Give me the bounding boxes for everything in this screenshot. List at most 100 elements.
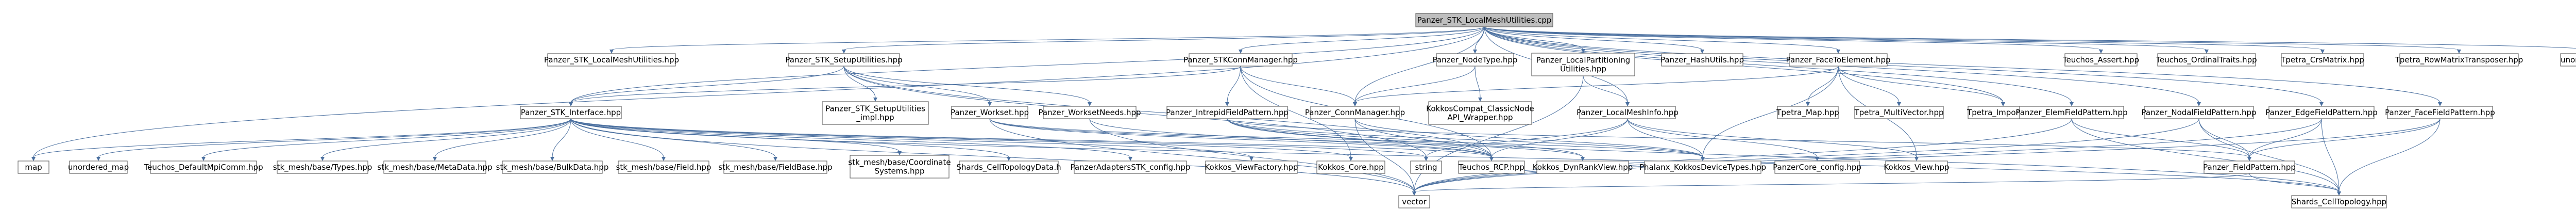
node-kokkoscore[interactable]: Kokkos_Core.hpp <box>1316 160 1385 174</box>
edge-root-to-elemfp <box>1484 26 2072 103</box>
node-stktypes[interactable]: stk_mesh/base/Types.hpp <box>273 160 372 174</box>
edge-root-to-connmgr_stk <box>1240 26 1485 51</box>
node-rcp[interactable]: Teuchos_RCP.hpp <box>1458 160 1525 174</box>
node-box <box>1166 106 1288 119</box>
node-lmu_hpp[interactable]: Panzer_STK_LocalMeshUtilities.hpp <box>544 53 679 67</box>
node-viewfactory[interactable]: Kokkos_ViewFactory.hpp <box>1205 160 1298 174</box>
node-unordered_map[interactable]: unordered_map <box>68 160 129 174</box>
edge-arrowhead-root-to-assert <box>2099 50 2103 54</box>
node-facetoelem[interactable]: Panzer_FaceToElement.hpp <box>1786 53 1891 67</box>
node-assert[interactable]: Teuchos_Assert.hpp <box>2062 53 2139 67</box>
edge-interface-to-kokkoscore <box>570 118 1351 158</box>
node-interface[interactable]: Panzer_STK_Interface.hpp <box>520 106 622 119</box>
node-label: Panzer_IntrepidFieldPattern.hpp <box>1166 108 1289 118</box>
node-label: Panzer_ConnManager.hpp <box>1305 108 1405 118</box>
node-kokkosview[interactable]: Kokkos_View.hpp <box>1884 160 1950 174</box>
node-box <box>1661 53 1743 67</box>
edge-root-to-interface <box>570 26 1485 103</box>
node-label: map <box>25 163 42 172</box>
node-connmgr_stk[interactable]: Panzer_STKConnManager.hpp <box>1183 53 1298 67</box>
node-label: Panzer_STK_LocalMeshUtilities.hpp <box>544 55 679 65</box>
node-connmgr[interactable]: Panzer_ConnManager.hpp <box>1305 106 1405 119</box>
edge-root-to-edgefp <box>1484 26 2322 103</box>
edge-interface-to-stktypes <box>322 118 571 158</box>
edge-connmgr-to-vector <box>1354 118 1415 192</box>
node-box <box>1854 106 1944 119</box>
edge-arrowhead-interface-to-stkmetadata <box>433 157 437 161</box>
node-label: Teuchos_OrdinalTraits.hpp <box>2156 55 2257 65</box>
node-celltopodata[interactable]: Shards_CellTopologyData.h <box>956 160 1061 174</box>
node-setup_impl[interactable]: Panzer_STK_SetupUtilities_impl.hpp <box>822 101 929 125</box>
node-unordered_set[interactable]: unordered_set <box>2560 53 2576 67</box>
node-box <box>2281 53 2364 67</box>
node-label: Utilities.hpp <box>1560 65 1606 74</box>
node-stkfieldbase[interactable]: stk_mesh/base/FieldBase.hpp <box>718 160 833 174</box>
node-setup[interactable]: Panzer_STK_SetupUtilities.hpp <box>785 53 903 67</box>
node-box <box>2157 53 2256 67</box>
node-nodetype[interactable]: Panzer_NodeType.hpp <box>1433 53 1518 67</box>
node-label: Tpetra_Map.hpp <box>1776 108 1839 118</box>
node-crsmatrix[interactable]: Tpetra_CrsMatrix.hpp <box>2280 53 2364 67</box>
node-label: Panzer_STK_LocalMeshUtilities.cpp <box>1417 15 1552 25</box>
node-ordinaltraits[interactable]: Teuchos_OrdinalTraits.hpp <box>2156 53 2257 67</box>
edge-root-to-facetoelem <box>1484 26 1839 51</box>
node-tpetramap[interactable]: Tpetra_Map.hpp <box>1776 106 1839 119</box>
edge-arrowhead-interface-to-map <box>31 157 36 161</box>
node-box <box>2560 53 2576 67</box>
node-label: stk_mesh/base/Types.hpp <box>273 163 372 172</box>
node-dynrankview[interactable]: Kokkos_DynRankView.hpp <box>1533 160 1633 174</box>
node-multivector[interactable]: Tpetra_MultiVector.hpp <box>1854 106 1944 119</box>
edge-workset-to-rcp <box>989 118 1492 158</box>
node-phalanx_types[interactable]: Phalanx_KokkosDeviceTypes.hpp <box>1639 160 1766 174</box>
node-celltopology[interactable]: Shards_CellTopology.hpp <box>2291 195 2387 208</box>
node-elemfp[interactable]: Panzer_ElemFieldPattern.hpp <box>2015 106 2128 119</box>
node-nodalfp[interactable]: Panzer_NodalFieldPattern.hpp <box>2141 106 2257 119</box>
node-adapters_config[interactable]: PanzerAdaptersSTK_config.hpp <box>1071 160 1191 174</box>
node-defaultmpicomm[interactable]: Teuchos_DefaultMpiComm.hpp <box>143 160 263 174</box>
node-panzercore_config[interactable]: PanzerCore_config.hpp <box>1773 160 1861 174</box>
node-box <box>1205 160 1298 174</box>
edge-root-to-rowtranspose <box>1484 26 2460 51</box>
node-stkmetadata[interactable]: stk_mesh/base/MetaData.hpp <box>377 160 493 174</box>
node-facefp[interactable]: Panzer_FaceFieldPattern.hpp <box>2385 106 2495 119</box>
node-stkbulkdata[interactable]: stk_mesh/base/BulkData.hpp <box>496 160 609 174</box>
node-worksetneeds[interactable]: Panzer_WorksetNeeds.hpp <box>1038 106 1141 119</box>
node-workset[interactable]: Panzer_Workset.hpp <box>951 106 1029 119</box>
edge-intrepidfp-to-fieldpattern <box>1227 118 2250 158</box>
edge-setup-to-workset <box>843 66 990 103</box>
edge-root-to-unordered_set <box>1484 26 2576 49</box>
edge-arrowhead-interface-to-unordered_map <box>96 157 100 161</box>
edge-arrowhead-root-to-facefp <box>2438 102 2442 106</box>
node-label: Panzer_LocalMeshInfo.hpp <box>1577 108 1679 118</box>
node-stkfield[interactable]: stk_mesh/base/Field.hpp <box>616 160 711 174</box>
node-label: Panzer_STK_SetupUtilities <box>825 104 925 114</box>
node-intrepidfp[interactable]: Panzer_IntrepidFieldPattern.hpp <box>1166 106 1289 119</box>
node-box <box>959 160 1059 174</box>
node-label: Tpetra_CrsMatrix.hpp <box>2280 55 2364 65</box>
edge-root-to-connmgr <box>1354 26 1485 103</box>
node-localmeshinfo[interactable]: Panzer_LocalMeshInfo.hpp <box>1577 106 1679 119</box>
edge-arrowhead-root-to-facetoelem <box>1836 50 1840 54</box>
node-vector[interactable]: vector <box>1398 195 1430 208</box>
node-box <box>1398 195 1430 208</box>
node-edgefp[interactable]: Panzer_EdgeFieldPattern.hpp <box>2265 106 2378 119</box>
node-rowtranspose[interactable]: Tpetra_RowMatrixTransposer.hpp <box>2395 53 2523 67</box>
edge-nodetype-to-connmgr <box>1354 66 1476 103</box>
edge-setup-to-setup_impl <box>843 66 876 99</box>
node-fieldpattern[interactable]: Panzer_FieldPattern.hpp <box>2203 160 2296 174</box>
edge-nodalfp-to-celltopology <box>2198 118 2340 192</box>
node-string[interactable]: string <box>1410 160 1442 174</box>
node-label: Teuchos_RCP.hpp <box>1458 163 1524 172</box>
node-label: stk_mesh/base/Coordinate <box>848 158 951 168</box>
node-label: Panzer_FaceFieldPattern.hpp <box>2385 108 2495 118</box>
node-map[interactable]: map <box>18 160 49 174</box>
edge-worksetneeds-to-rcp <box>1089 118 1492 158</box>
node-box <box>383 160 486 174</box>
node-box <box>1579 106 1676 119</box>
edge-arrowhead-setup-to-worksetneeds <box>1088 102 1092 106</box>
edge-root-to-ordinaltraits <box>1484 26 2207 51</box>
node-hashutils[interactable]: Panzer_HashUtils.hpp <box>1660 53 1744 67</box>
